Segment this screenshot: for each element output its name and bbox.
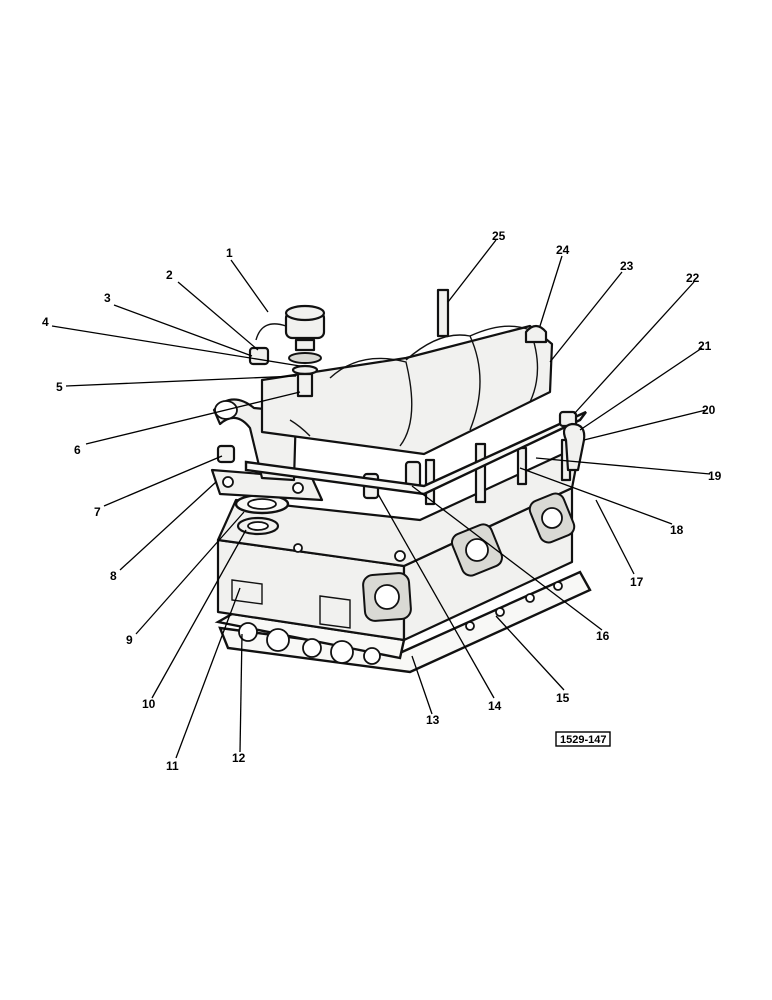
- callout-25: 25: [492, 229, 506, 243]
- callout-17: 17: [630, 575, 644, 589]
- callout-16: 16: [596, 629, 610, 643]
- callout-3: 3: [104, 291, 111, 305]
- callout-24: 24: [556, 243, 570, 257]
- callout-9: 9: [126, 633, 133, 647]
- callout-5: 5: [56, 380, 63, 394]
- callout-14: 14: [488, 699, 502, 713]
- callout-13: 13: [426, 713, 440, 727]
- callout-10: 10: [142, 697, 156, 711]
- callout-15: 15: [556, 691, 570, 705]
- callout-6: 6: [74, 443, 81, 457]
- callout-23: 23: [620, 259, 634, 273]
- breather-nut: [248, 346, 270, 366]
- callout-20: 20: [702, 403, 716, 417]
- head-gasket: [214, 570, 592, 674]
- rocker-cover-gasket: [244, 410, 587, 496]
- callout-4: 4: [42, 315, 49, 329]
- callout-numbers: 1 2 3 4 5 6 7 8 9 10 11 12 13 14 15 16 1…: [42, 229, 722, 773]
- cover-stud: [436, 288, 450, 338]
- rocker-cover: [260, 324, 554, 456]
- callout-8: 8: [110, 569, 117, 583]
- figure-reference: 1529-147: [555, 731, 611, 747]
- figure-ref-label: 1529-147: [560, 734, 607, 746]
- cylinder-head: [216, 438, 582, 642]
- callout-11: 11: [166, 759, 179, 773]
- callout-19: 19: [708, 469, 722, 483]
- callout-12: 12: [232, 751, 246, 765]
- leader-lines: [51, 239, 711, 759]
- callout-7: 7: [94, 505, 101, 519]
- callout-2: 2: [166, 268, 173, 282]
- acorn-nut: [524, 324, 548, 344]
- callout-21: 21: [698, 339, 712, 353]
- oil-filler-cap: [255, 304, 326, 398]
- callout-22: 22: [686, 271, 700, 285]
- callout-18: 18: [670, 523, 684, 537]
- callout-1: 1: [226, 246, 233, 260]
- pipe-20: [562, 422, 586, 472]
